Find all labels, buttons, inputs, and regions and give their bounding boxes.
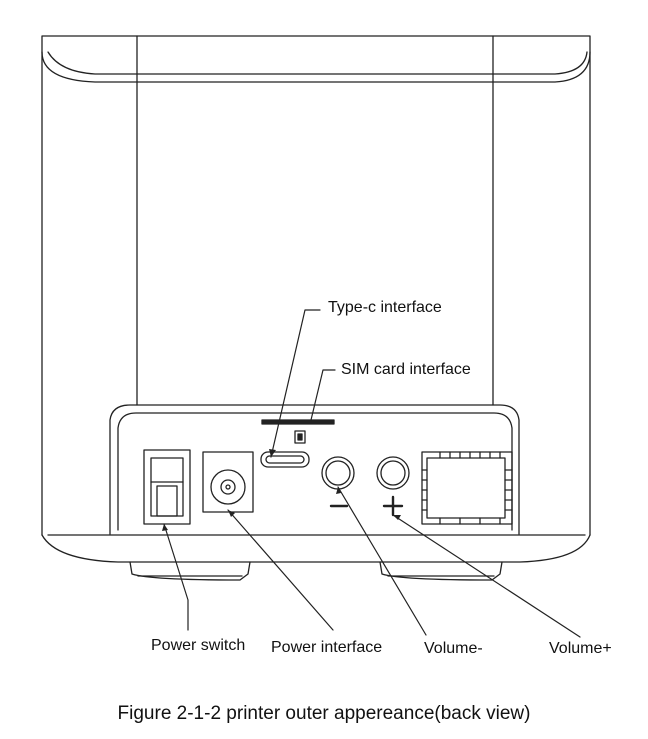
power-switch (143, 449, 191, 525)
label-volume-plus: Volume+ (549, 640, 612, 657)
power-interface-jack (202, 451, 254, 513)
printer-feet (129, 561, 503, 581)
type-c-port (260, 451, 310, 468)
leader-power-interface (227, 509, 334, 631)
label-volume-minus: Volume- (424, 640, 483, 657)
callout-leaders (163, 309, 581, 638)
sim-card-slot (261, 419, 335, 444)
printer-housing (41, 35, 591, 563)
volume-plus-button (376, 456, 410, 517)
figure-caption: Figure 2-1-2 printer outer appereance(ba… (117, 703, 531, 724)
label-type-c-interface: Type-c interface (328, 299, 442, 316)
leader-sim (310, 369, 336, 421)
leader-volume-plus (392, 514, 581, 638)
label-sim-card-interface: SIM card interface (341, 361, 471, 378)
leader-power-switch (163, 523, 189, 631)
leader-type-c (270, 309, 321, 458)
network-port (421, 451, 513, 525)
label-power-interface: Power interface (271, 639, 383, 656)
callout-arrowheads (162, 449, 401, 531)
volume-minus-button (321, 456, 355, 508)
leader-volume-minus (337, 486, 427, 636)
label-power-switch: Power switch (151, 637, 246, 654)
